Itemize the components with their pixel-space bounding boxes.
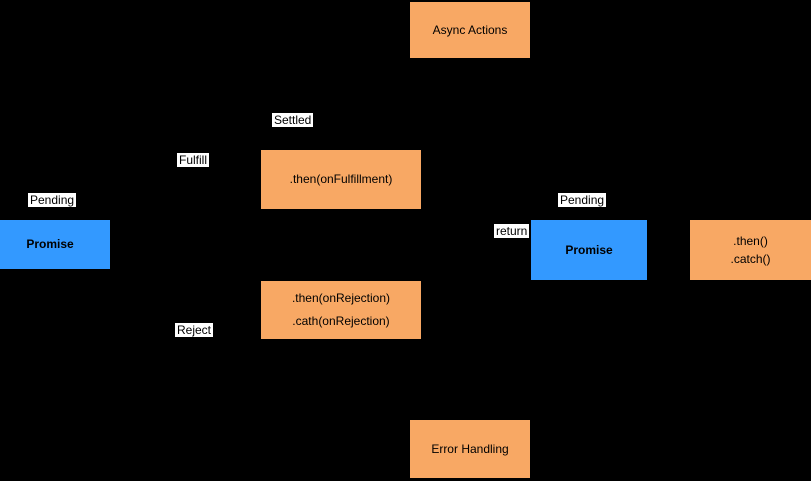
node-then-onfulfillment: .then(onFulfillment) <box>261 150 421 209</box>
node-then-onfulfillment-label: .then(onFulfillment) <box>289 172 393 186</box>
node-async-actions-label: Async Actions <box>432 22 508 37</box>
edge-label-return: return <box>494 224 530 238</box>
edge-label-reject: Reject <box>175 323 214 337</box>
edge-label-pending-left: Pending <box>28 193 77 207</box>
node-promise-right: Promise <box>531 220 647 280</box>
edge-label-fulfill: Fulfill <box>177 153 210 167</box>
node-cath-onrejection-line2: .cath(onRejection) <box>292 314 390 328</box>
node-promise-left-label: Promise <box>26 237 74 251</box>
node-then-onrejection-line1: .then(onRejection) <box>291 291 391 305</box>
node-async-actions: Async Actions <box>410 2 530 58</box>
node-promise-left: Promise <box>0 220 110 269</box>
node-error-handling: Error Handling <box>410 420 530 478</box>
node-then-catch-line1: .then() <box>733 234 768 248</box>
node-then-catch: .then() .catch() <box>690 220 811 280</box>
edge-label-pending-right: Pending <box>558 193 607 207</box>
edge-label-settled: Settled <box>272 113 314 127</box>
node-promise-right-label: Promise <box>565 242 613 257</box>
node-error-handling-label: Error Handling <box>431 441 509 456</box>
node-then-cath-onrejection: .then(onRejection) .cath(onRejection) <box>261 281 421 339</box>
node-then-catch-line2: .catch() <box>730 252 771 266</box>
